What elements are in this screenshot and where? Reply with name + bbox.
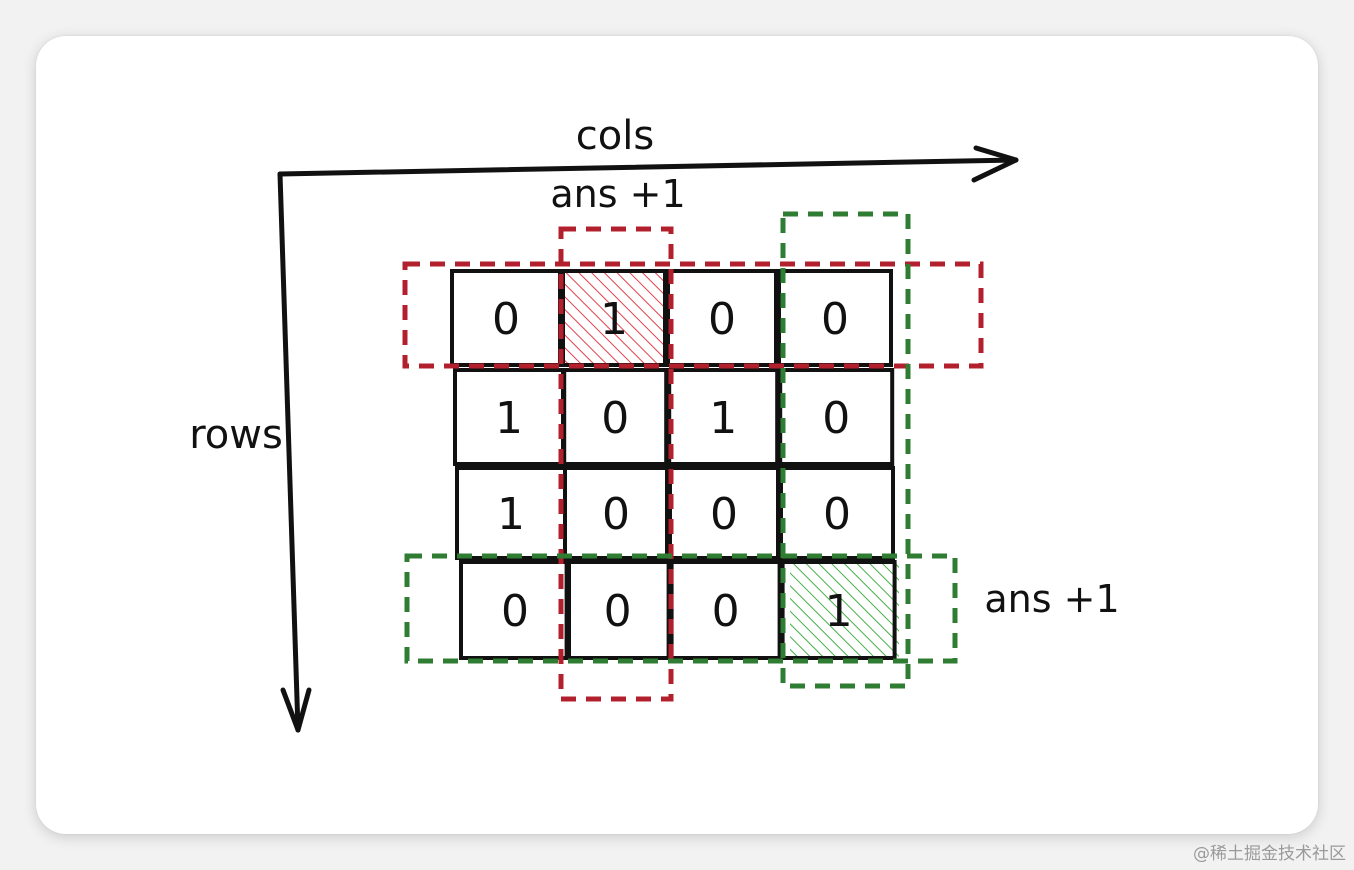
matrix-value-r0-c2: 0 (708, 294, 736, 345)
matrix-cell-r3-c0 (459, 560, 571, 660)
matrix-cell-r1-c3 (778, 368, 895, 466)
matrix-value-r0-c1: 1 (600, 294, 628, 345)
matrix-value-r2-c1: 0 (602, 489, 630, 540)
matrix-value-r2-c2: 0 (710, 489, 738, 540)
matrix-value-r3-c1: 0 (604, 586, 632, 637)
dashed-boxes (402, 211, 984, 702)
matrix-value-r1-c2: 1 (709, 393, 737, 444)
red-ans-label: ans +1 (550, 172, 685, 216)
matrix-value-r1-c3: 0 (822, 393, 850, 444)
green-ans-label: ans +1 (984, 577, 1119, 621)
matrix-value-r3-c3: 1 (825, 586, 853, 637)
matrix-value-r1-c1: 0 (601, 393, 629, 444)
rows-axis-line (277, 171, 301, 733)
red-row-box (402, 261, 984, 369)
highlight-cell-red (563, 271, 665, 365)
matrix-value-r3-c2: 0 (712, 586, 740, 637)
matrix-value-r0-c3: 0 (821, 294, 849, 345)
matrix-cell-r3-c1 (564, 560, 671, 660)
highlight-cell-green (790, 562, 899, 658)
matrix-cell-r3-c3 (780, 560, 897, 660)
green-row-box (404, 553, 958, 664)
cols-axis-arrowhead (971, 145, 1019, 183)
matrix-cells: 0 1 0 0 1 0 1 0 1 0 0 0 0 0 0 1 (450, 269, 897, 660)
green-col-box (780, 211, 911, 689)
watermark: @稀土掘金技术社区 (1193, 844, 1346, 864)
matrix-cell-r2-c2 (668, 466, 780, 560)
matrix-cell-r0-c1 (561, 269, 667, 367)
rows-axis-label: rows (189, 412, 283, 458)
matrix-value-r0-c0: 0 (492, 294, 520, 345)
cols-axis-label: cols (576, 113, 654, 159)
matrix-value-r2-c0: 1 (497, 489, 525, 540)
matrix-cell-r1-c2 (667, 368, 780, 466)
cols-axis-line (277, 157, 1019, 177)
matrix-cell-r3-c2 (669, 560, 782, 660)
red-col-box (558, 226, 674, 702)
rows-axis-arrowhead (280, 687, 312, 733)
matrix-value-r3-c0: 0 (501, 586, 529, 637)
diagram-card (36, 36, 1318, 834)
matrix-cell-r1-c1 (562, 368, 669, 466)
axes: cols rows (189, 113, 1019, 733)
matrix-value-r2-c3: 0 (823, 489, 851, 540)
matrix-cell-r0-c3 (777, 269, 893, 367)
matrix-value-r1-c0: 1 (495, 393, 523, 444)
